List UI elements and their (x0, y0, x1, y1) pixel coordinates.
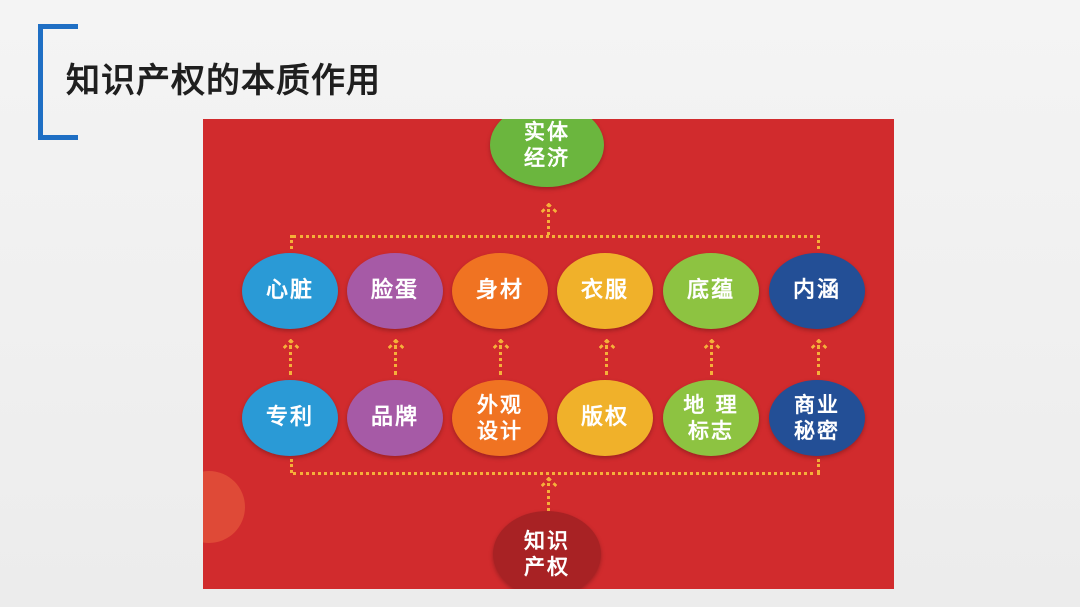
node-label: 心脏 (265, 278, 314, 303)
node-copyright: 版权 (557, 380, 653, 456)
node-label: 脸蛋 (370, 278, 419, 303)
node-label: 品牌 (370, 405, 419, 430)
node-trade-secret: 商业 秘密 (769, 380, 865, 456)
connector-col-6 (817, 345, 820, 375)
connector-bottom-stem (547, 483, 550, 511)
node-brand: 品牌 (347, 380, 443, 456)
node-label: 底蕴 (686, 278, 735, 303)
node-label: 实体 (524, 120, 570, 144)
node-figure: 身材 (452, 253, 548, 329)
node-label: 经济 (524, 146, 570, 170)
arrow-up-icon (540, 202, 558, 220)
node-patent: 专利 (242, 380, 338, 456)
connector-col-5 (710, 345, 713, 375)
node-label: 衣服 (580, 278, 629, 303)
connector-bottom-left-rise (290, 459, 293, 473)
arrow-up-icon (540, 476, 558, 494)
node-design: 外观 设计 (452, 380, 548, 456)
node-label: 秘密 (794, 419, 840, 443)
node-geo-indication: 地 理 标志 (663, 380, 759, 456)
connector-top (293, 235, 820, 238)
connector-top-left-drop (290, 235, 293, 249)
decorative-blob (203, 471, 245, 543)
node-label: 标志 (688, 419, 734, 443)
title-bracket (38, 24, 78, 140)
node-label: 内涵 (792, 278, 841, 303)
connector-col-4 (605, 345, 608, 375)
node-substance: 内涵 (769, 253, 865, 329)
node-intellectual-property: 知识 产权 (493, 511, 601, 589)
connector-col-1 (289, 345, 292, 375)
node-face: 脸蛋 (347, 253, 443, 329)
connector-col-2 (394, 345, 397, 375)
node-label: 地 理 (683, 393, 739, 417)
connector-col-3 (499, 345, 502, 375)
node-label: 知识 (524, 529, 570, 553)
node-label: 专利 (265, 405, 314, 430)
node-label: 版权 (580, 405, 629, 430)
page-title: 知识产权的本质作用 (66, 61, 381, 101)
connector-bottom (293, 472, 820, 475)
node-label: 身材 (475, 278, 524, 303)
node-real-economy: 实体 经济 (490, 119, 604, 187)
node-clothes: 衣服 (557, 253, 653, 329)
node-label: 外观 (477, 393, 523, 417)
node-label: 产权 (524, 555, 570, 579)
diagram-panel: 实体 经济 心脏 脸蛋 身材 衣服 底蕴 内涵 专利 品牌 外观 设计 版权 地… (203, 119, 894, 589)
node-label: 设计 (477, 419, 523, 443)
connector-bottom-right-rise (817, 459, 820, 473)
node-heart: 心脏 (242, 253, 338, 329)
node-label: 商业 (794, 393, 840, 417)
connector-top-stem (547, 209, 550, 235)
connector-top-right-drop (817, 235, 820, 249)
node-heritage: 底蕴 (663, 253, 759, 329)
